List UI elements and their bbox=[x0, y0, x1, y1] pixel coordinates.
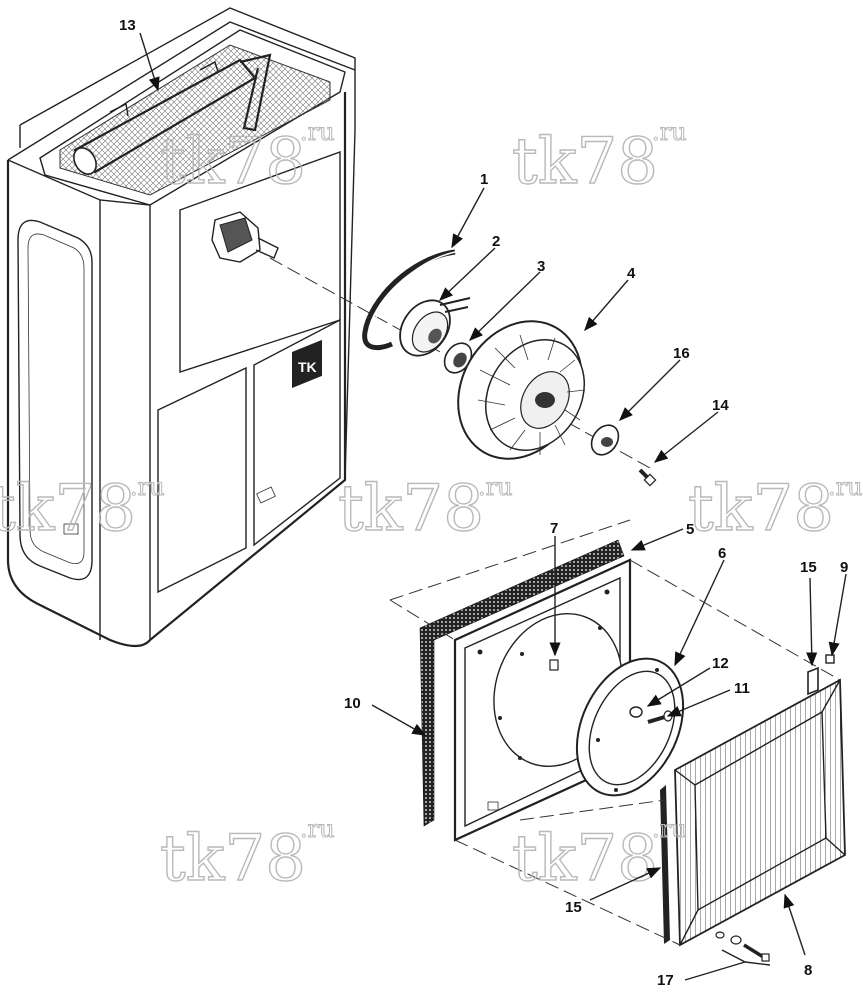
callout-9: 9 bbox=[840, 559, 848, 576]
top-grille bbox=[59, 44, 331, 196]
svg-text:tk78: tk78 bbox=[512, 822, 658, 896]
part-3-hub bbox=[443, 342, 473, 374]
svg-text:tk78: tk78 bbox=[512, 125, 658, 199]
assembly-lines bbox=[389, 519, 841, 946]
part-2-pulley bbox=[399, 297, 471, 357]
callout-2: 2 bbox=[492, 233, 500, 250]
tk-logo: TK bbox=[292, 339, 322, 389]
part-14-bolt bbox=[638, 468, 657, 487]
svg-text:.ru: .ru bbox=[300, 118, 335, 146]
callout-leaders bbox=[139, 32, 847, 981]
part-7-bolt bbox=[549, 659, 559, 671]
svg-text:tk78: tk78 bbox=[338, 472, 484, 546]
svg-text:.ru: .ru bbox=[478, 473, 513, 501]
part-9-nut bbox=[825, 654, 835, 664]
callout-15-bottom: 15 bbox=[565, 899, 582, 916]
callout-labels: 13 1 2 3 4 16 14 5 7 6 15 9 12 11 10 15 … bbox=[119, 17, 848, 989]
part-12-washer bbox=[629, 706, 643, 718]
part-13-pipe bbox=[73, 53, 272, 175]
callout-15-top: 15 bbox=[800, 559, 817, 576]
svg-text:.ru: .ru bbox=[300, 815, 335, 843]
part-17-hardware bbox=[715, 931, 770, 962]
callout-14: 14 bbox=[712, 397, 729, 414]
callout-17: 17 bbox=[657, 972, 674, 989]
part-8-coil bbox=[660, 678, 846, 947]
svg-text:tk78: tk78 bbox=[688, 472, 834, 546]
svg-text:tk78: tk78 bbox=[160, 822, 306, 896]
part-4-fan-wheel bbox=[457, 320, 586, 460]
callout-11: 11 bbox=[734, 680, 750, 697]
callout-4: 4 bbox=[627, 265, 636, 282]
callout-3: 3 bbox=[537, 258, 545, 275]
svg-text:TK: TK bbox=[298, 359, 317, 375]
watermarks: tk78 .ru tk78 .ru tk78 .ru tk78 .ru tk78… bbox=[0, 118, 863, 897]
part-10-gasket bbox=[419, 539, 625, 827]
part-16-hub bbox=[590, 424, 620, 456]
svg-text:tk78: tk78 bbox=[160, 125, 306, 199]
callout-12: 12 bbox=[712, 655, 729, 672]
svg-text:.ru: .ru bbox=[828, 473, 863, 501]
svg-text:.ru: .ru bbox=[652, 815, 687, 843]
svg-text:.ru: .ru bbox=[652, 118, 687, 146]
part-15-clip bbox=[807, 666, 819, 696]
callout-8: 8 bbox=[804, 962, 812, 979]
svg-text:tk78: tk78 bbox=[0, 472, 136, 546]
callout-6: 6 bbox=[718, 545, 726, 562]
shaft-axis bbox=[269, 257, 651, 469]
fan-motor-hub bbox=[211, 211, 279, 263]
unit-housing bbox=[6, 7, 356, 648]
svg-text:.ru: .ru bbox=[130, 473, 165, 501]
callout-1: 1 bbox=[480, 171, 488, 188]
callout-10: 10 bbox=[344, 695, 361, 712]
callout-16: 16 bbox=[673, 345, 690, 362]
callout-13: 13 bbox=[119, 17, 136, 34]
callout-5: 5 bbox=[686, 521, 694, 538]
part-1-belt bbox=[362, 249, 456, 351]
callout-7: 7 bbox=[550, 520, 558, 537]
